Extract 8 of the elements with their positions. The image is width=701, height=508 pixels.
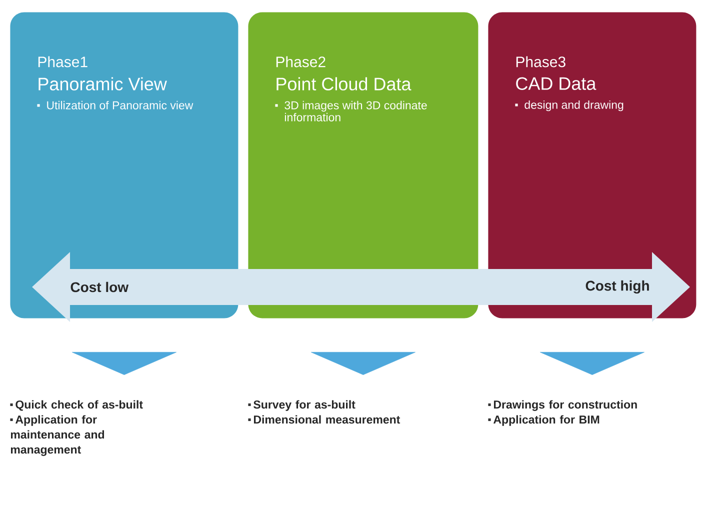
chevron-arrow: [540, 352, 644, 375]
outcome-list: Quick check of as-built Application for maintenance and management: [10, 400, 143, 456]
outcome-list: Survey for as-built Dimensional measurement: [248, 400, 400, 424]
outcome-list: Drawings for construction Application for BIM: [488, 400, 637, 426]
cost-label: Cost low: [70, 282, 129, 292]
chevron-arrow: [72, 352, 176, 375]
cost-label: Cost high: [586, 280, 649, 294]
chevron-arrow: [310, 352, 416, 375]
